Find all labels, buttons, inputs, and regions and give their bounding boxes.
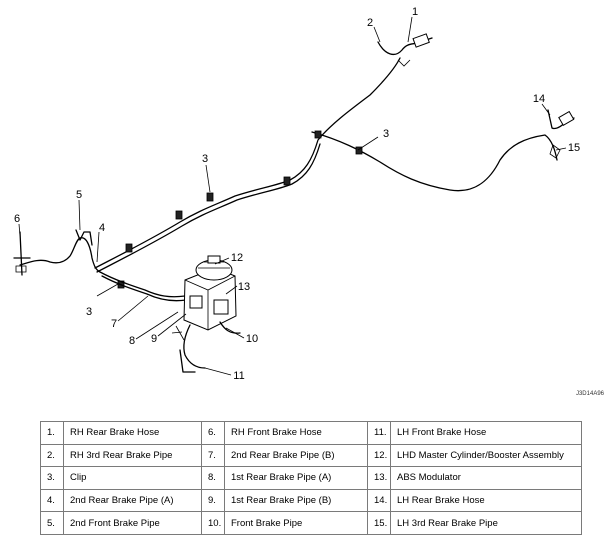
callout-6: 6: [14, 213, 20, 225]
legend-item-number: 8.: [201, 466, 225, 490]
callout-13: 13: [238, 281, 250, 293]
lh-rear-pipe: [311, 131, 558, 192]
legend-item-number: 10.: [201, 511, 225, 535]
callout-1: 1: [412, 6, 418, 18]
legend-item-name: RH Rear Brake Hose: [63, 421, 202, 445]
callout-3b: 3: [202, 153, 208, 165]
callout-5: 5: [76, 189, 82, 201]
legend-item-number: 13.: [367, 466, 391, 490]
callout-4: 4: [99, 222, 105, 234]
legend-item-name: Front Brake Pipe: [224, 511, 368, 535]
callout-8: 8: [129, 335, 135, 347]
callout-10: 10: [246, 333, 258, 345]
legend-item-name: LH Front Brake Hose: [390, 421, 582, 445]
callout-7: 7: [111, 318, 117, 330]
legend-item-name: 2nd Rear Brake Pipe (B): [224, 443, 368, 468]
legend-item-number: 6.: [201, 421, 225, 445]
main-rear-pipe-parallel: [96, 143, 321, 273]
legend-item-number: 1.: [40, 421, 64, 445]
callout-11: 11: [233, 370, 244, 382]
callout-15: 15: [568, 142, 580, 154]
callout-9: 9: [151, 333, 157, 345]
callout-labels: 1 2 3 3 3 4 5 6 7 8 9 10 11 12 13 14 15 …: [14, 6, 605, 397]
legend-item-name: 1st Rear Brake Pipe (B): [224, 488, 368, 513]
legend-item-name: 2nd Front Brake Pipe: [63, 511, 202, 535]
legend-item-name: 2nd Rear Brake Pipe (A): [63, 488, 202, 513]
legend-item-number: 7.: [201, 443, 225, 468]
legend-item-number: 14.: [367, 488, 391, 513]
legend-item-name: RH Front Brake Hose: [224, 421, 368, 445]
callout-2: 2: [367, 17, 373, 29]
drawing-code: J3D14A96: [576, 391, 605, 397]
legend-item-number: 5.: [40, 511, 64, 535]
legend-item-name: LH Rear Brake Hose: [390, 488, 582, 513]
main-rear-pipe: [94, 57, 401, 269]
callout-14: 14: [533, 93, 545, 105]
legend-item-number: 4.: [40, 488, 64, 513]
abs-modulator: [183, 267, 237, 331]
legend-item-name: ABS Modulator: [390, 466, 582, 490]
callout-3a: 3: [383, 128, 389, 140]
clip-markers: [117, 130, 363, 289]
brake-pipe-diagram: 1 2 3 3 3 4 5 6 7 8 9 10 11 12 13 14 15 …: [13, 6, 605, 397]
rh-front-pipe: [19, 237, 101, 273]
legend-item-name: 1st Rear Brake Pipe (A): [224, 466, 368, 490]
legend-item-name: RH 3rd Rear Brake Pipe: [63, 443, 202, 468]
master-cylinder-booster: [195, 255, 233, 281]
callout-3c: 3: [86, 306, 92, 318]
legend-row: 4.2nd Rear Brake Pipe (A)9.1st Rear Brak…: [40, 488, 582, 513]
legend-item-number: 12.: [367, 443, 391, 468]
front-brake-pipe: [183, 321, 241, 369]
legend-item-number: 2.: [40, 443, 64, 468]
leader-lines: [18, 16, 567, 376]
legend-item-number: 11.: [367, 421, 391, 445]
legend-item-number: 3.: [40, 466, 64, 490]
callout-12: 12: [231, 252, 243, 264]
legend-item-name: LHD Master Cylinder/Booster Assembly: [390, 443, 582, 468]
legend-item-name: LH 3rd Rear Brake Pipe: [390, 511, 582, 535]
front-distribution-pipes: [99, 271, 186, 298]
legend-item-number: 9.: [201, 488, 225, 513]
legend-item-name: Clip: [63, 466, 202, 490]
legend-item-number: 15.: [367, 511, 391, 535]
